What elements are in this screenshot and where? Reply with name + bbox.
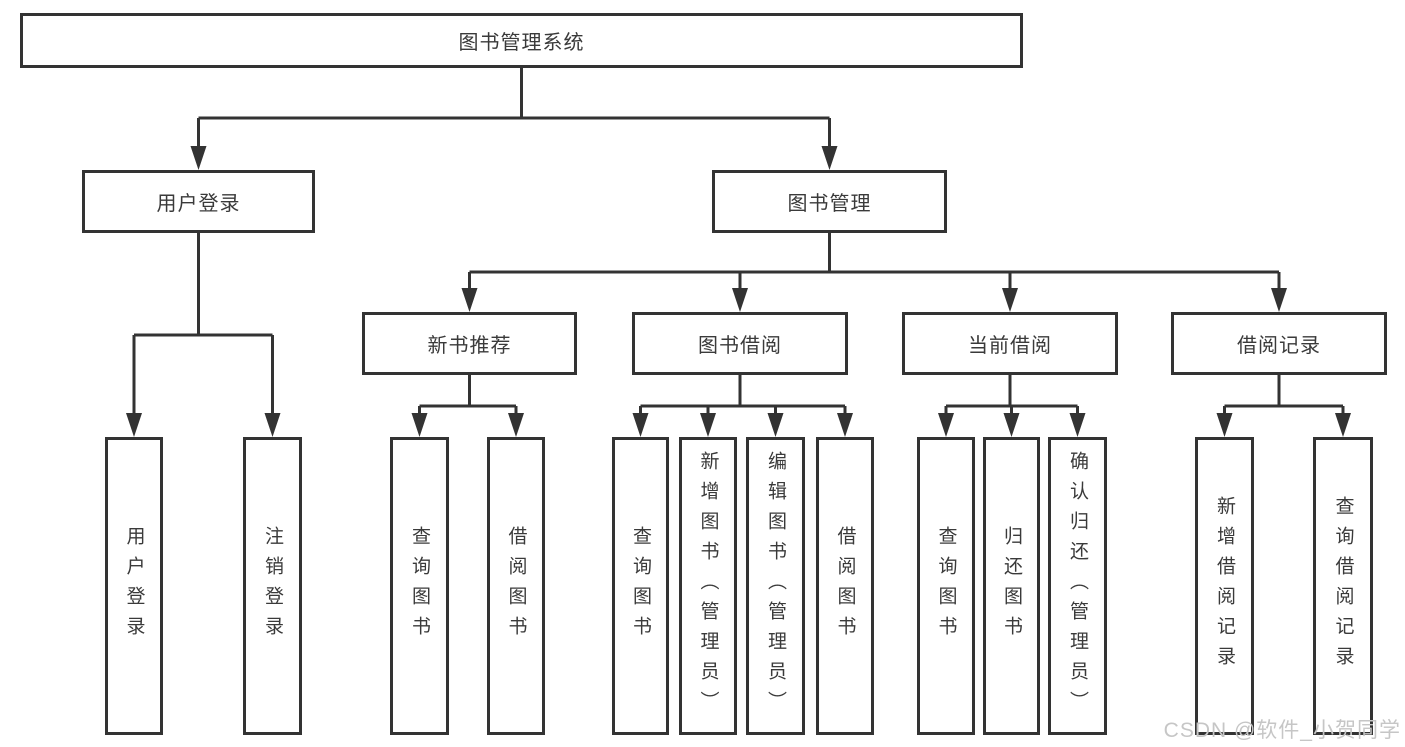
node-user-login: 用户登录 xyxy=(82,170,315,233)
node-new-book-recommend: 新书推荐 xyxy=(362,312,577,375)
leaf-query-books-recommend: 查询图书 xyxy=(390,437,449,735)
leaf-borrow-books-recommend: 借阅图书 xyxy=(487,437,545,735)
leaf-add-books-admin: 新增图书（管理员） xyxy=(679,437,737,735)
leaf-edit-books-admin: 编辑图书（管理员） xyxy=(746,437,805,735)
node-book-management: 图书管理 xyxy=(712,170,947,233)
leaf-borrow-books: 借阅图书 xyxy=(816,437,874,735)
leaf-query-borrow-record: 查询借阅记录 xyxy=(1313,437,1373,735)
node-current-borrow: 当前借阅 xyxy=(902,312,1118,375)
leaf-query-books-borrow: 查询图书 xyxy=(612,437,669,735)
leaf-logout: 注销登录 xyxy=(243,437,302,735)
leaf-return-books: 归还图书 xyxy=(983,437,1040,735)
leaf-query-books-current: 查询图书 xyxy=(917,437,975,735)
leaf-add-borrow-record: 新增借阅记录 xyxy=(1195,437,1254,735)
leaf-confirm-return-admin: 确认归还（管理员） xyxy=(1048,437,1107,735)
leaf-user-login: 用户登录 xyxy=(105,437,163,735)
node-book-borrow: 图书借阅 xyxy=(632,312,848,375)
node-borrow-records: 借阅记录 xyxy=(1171,312,1387,375)
node-root-system: 图书管理系统 xyxy=(20,13,1023,68)
